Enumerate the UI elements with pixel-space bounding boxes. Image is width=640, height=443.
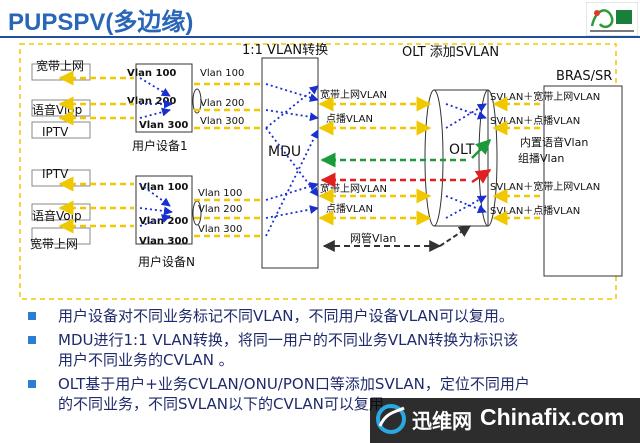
- map-1: [265, 83, 319, 102]
- logo-bar: [616, 10, 632, 24]
- user-device-1-label: 用户设备1: [132, 138, 188, 153]
- link-bottom-vlan-1: Vlan 100: [198, 188, 242, 199]
- flow-mgmt-up: [439, 225, 471, 247]
- watermark-cn-text: 迅维网: [412, 409, 472, 433]
- service-top-1: 宽带上网: [36, 58, 84, 73]
- bullet-item-1: 用户设备对不同业务标记不同VLAN，不同用户设备VLAN可以复用。: [28, 306, 640, 326]
- deviceN-vlan-3: Vlan 300: [139, 236, 188, 247]
- header-olt-add-svlan: OLT 添加SVLAN: [402, 45, 499, 60]
- olt-internal-3: [445, 195, 487, 214]
- flows-service-device: [58, 70, 134, 234]
- mdu-right-top-2: 点播VLAN: [326, 112, 373, 125]
- flows-device-internal: [139, 77, 173, 227]
- service-bottom-3: 宽带上网: [30, 236, 78, 251]
- header-bras-sr: BRAS/SR: [556, 69, 612, 84]
- mdu-right-bottom-1: 宽带上网VLAN: [320, 182, 387, 195]
- bullet-2-line-2: 用户不同业务的CVLAN 。: [58, 351, 234, 369]
- link-top-vlan-3: Vlan 300: [200, 116, 244, 127]
- network-diagram: 1:1 VLAN转换 OLT 添加SVLAN BRAS/SR 宽带上网 语音Vi…: [19, 43, 623, 300]
- service-bottom-2: 语音Voip: [32, 208, 82, 223]
- map-5: [265, 182, 319, 201]
- inner-multicast-vlan: 组播Vlan: [518, 151, 564, 165]
- bullet-list: 用户设备对不同业务标记不同VLAN，不同用户设备VLAN可以复用。 MDU进行1…: [28, 306, 640, 418]
- olt-internal-1: [445, 103, 487, 120]
- mdu-right-bottom-2: 点播VLAN: [326, 202, 373, 215]
- devN-internal-2: [139, 206, 173, 216]
- flows-mdu-olt: [318, 96, 432, 226]
- svlan-bottom-1: SVLAN＋宽带上网VLAN: [490, 180, 600, 193]
- flows-olt-internal: [445, 103, 487, 219]
- map-6: [265, 205, 319, 219]
- watermark: 迅维网 Chinafix.com: [370, 398, 640, 443]
- map-2: [265, 109, 319, 122]
- svlan-top-1: SVLAN＋宽带上网VLAN: [490, 90, 600, 103]
- bullet-item-2: MDU进行1:1 VLAN转换，将同一用户的不同业务VLAN转换为标识该 用户不…: [28, 330, 640, 370]
- link-bottom-vlan-2: Vlan 200: [198, 204, 242, 215]
- link-top-vlan-2: Vlan 200: [200, 98, 244, 109]
- flow-red-up: [471, 168, 492, 184]
- deviceN-vlan-1: Vlan 100: [139, 182, 188, 193]
- device1-vlan-2: Vlan 200: [127, 96, 176, 107]
- olt-right-cap: [478, 89, 498, 227]
- page-title: PUPSPV(多边缘): [8, 9, 194, 36]
- mdu-box: [261, 57, 319, 269]
- bundle-oval-top: [192, 88, 202, 114]
- map-3: [265, 85, 319, 129]
- user-device-n-label: 用户设备N: [138, 254, 195, 269]
- flow-green-up: [471, 138, 492, 159]
- header-rule: [0, 36, 640, 38]
- flows-device-mdu: [194, 82, 260, 238]
- bullet-3-line-1: OLT基于用户+业务CVLAN/ONU/PON口等添加SVLAN，定位不同用户: [58, 375, 530, 393]
- logo-dot: [594, 10, 600, 16]
- user-device-1-box: [135, 63, 193, 133]
- mdu-right-top-1: 宽带上网VLAN: [320, 88, 387, 101]
- watermark-background: [370, 398, 640, 443]
- service-bottom-1: IPTV: [42, 167, 69, 181]
- olt-label: OLT: [449, 142, 475, 158]
- dev1-internal-3: [139, 107, 171, 119]
- mgmt-vlan-label: 网管Vlan: [350, 231, 396, 245]
- bras-sr-box: [543, 85, 623, 277]
- devN-internal-1: [139, 183, 171, 207]
- bullet-marker: [28, 380, 36, 388]
- devN-internal-3: [139, 214, 171, 227]
- watermark-logo-icon: [376, 404, 406, 434]
- bullet-2-line-1: MDU进行1:1 VLAN转换，将同一用户的不同业务VLAN转换为标识该: [58, 331, 519, 349]
- device1-vlan-3: Vlan 300: [139, 120, 188, 131]
- flows-olt-bras: [492, 96, 542, 226]
- bullet-1-line-1: 用户设备对不同业务标记不同VLAN，不同用户设备VLAN可以复用。: [58, 307, 514, 325]
- olt-left-cap: [424, 89, 444, 227]
- link-bottom-vlan-3: Vlan 300: [198, 224, 242, 235]
- header-vlan-conversion: 1:1 VLAN转换: [242, 43, 328, 58]
- svlan-bottom-2: SVLAN＋点播VLAN: [490, 204, 580, 217]
- watermark-logo-ring: [376, 404, 406, 434]
- link-top-vlan-1: Vlan 100: [200, 68, 244, 79]
- flows-mdu-mapping: [265, 83, 319, 237]
- watermark-logo-swoosh: [378, 406, 405, 427]
- svlan-top-2: SVLAN＋点播VLAN: [490, 114, 580, 127]
- inner-voice-vlan: 内置语音Vlan: [520, 135, 588, 149]
- bullet-3-line-2: 的不同业务，不同SVLAN以下的CVLAN可以复用。: [58, 395, 399, 413]
- watermark-en-text: Chinafix.com: [480, 404, 625, 430]
- dev1-internal-1: [139, 77, 171, 97]
- logo-underline: [590, 30, 634, 32]
- bullet-marker: [28, 312, 36, 320]
- service-top-3: IPTV: [42, 125, 69, 139]
- bullet-marker: [28, 336, 36, 344]
- expo-logo: [586, 2, 638, 36]
- bullet-item-3: OLT基于用户+业务CVLAN/ONU/PON口等添加SVLAN，定位不同用户 …: [28, 374, 640, 414]
- device1-vlan-1: Vlan 100: [127, 68, 176, 79]
